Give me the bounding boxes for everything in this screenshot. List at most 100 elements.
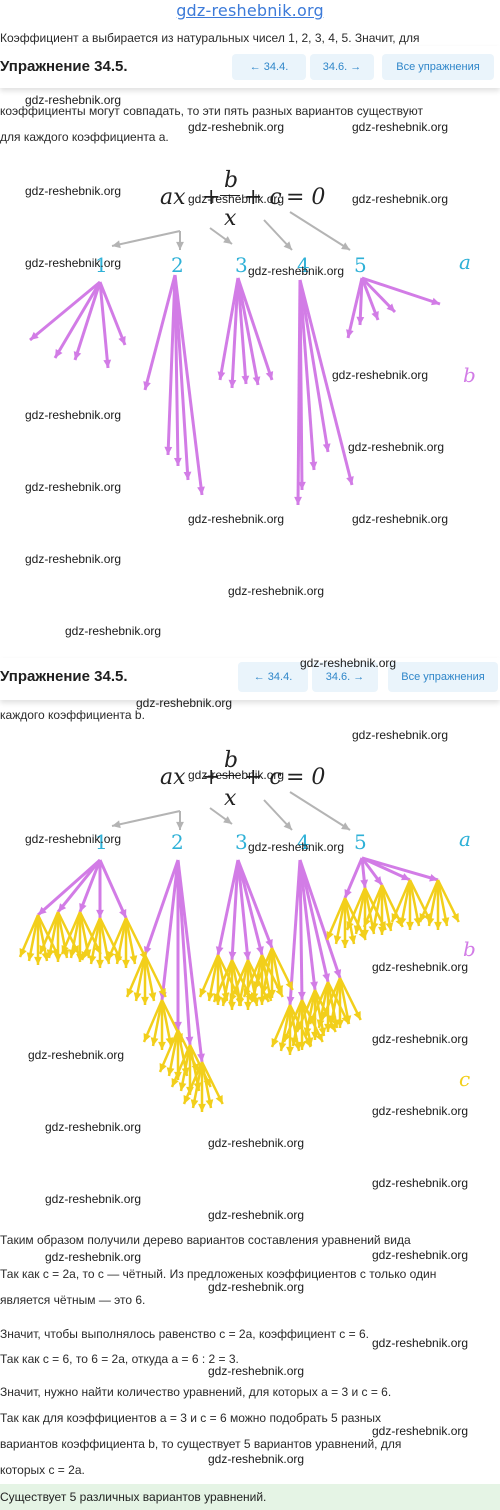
b-arrow [53, 281, 102, 359]
c-arrow [143, 954, 157, 1002]
b-arrow [29, 280, 101, 342]
b-arrow [346, 277, 364, 339]
equation-left: ax [160, 185, 186, 210]
b-arrow [173, 274, 182, 467]
watermark: gdz-reshebnik.org [45, 1192, 142, 1206]
b-arrow [37, 858, 101, 917]
b-arrow [174, 860, 182, 1030]
fraction-bar [220, 195, 240, 196]
all-exercises-button[interactable]: Все упражнения [382, 54, 494, 80]
c-arrow [18, 914, 40, 958]
watermark: gdz-reshebnik.org [188, 120, 285, 134]
c-arrow [68, 911, 82, 959]
body-line-8: вариантов коэффициента b, то существует … [0, 1437, 402, 1451]
tree1-node-1: 1 [95, 253, 108, 277]
watermark: gdz-reshebnik.org [352, 192, 449, 206]
watermark: gdz-reshebnik.org [352, 512, 449, 526]
gray-arrow [111, 810, 181, 829]
c-arrow [122, 918, 130, 968]
c-arrow [206, 954, 220, 1002]
b-arrow [236, 277, 261, 386]
b-arrow [297, 859, 306, 1001]
b-arrow [98, 281, 127, 346]
c-arrow [158, 1029, 180, 1073]
b-arrow [96, 860, 104, 918]
c-arrow [26, 914, 40, 962]
b-arrow [360, 276, 397, 314]
gray-arrow [289, 211, 351, 251]
body-line-3: является чётным — это 6. [0, 1293, 146, 1307]
c-arrow [252, 947, 274, 991]
body-line-9: которых c = 2a. [0, 1463, 85, 1477]
prev-exercise-button[interactable]: ← 34.4. [232, 54, 306, 80]
sticky-header: Упражнение 34.5. ← 34.4. 34.6. → Все упр… [0, 46, 500, 88]
c-arrow [114, 917, 128, 965]
c-arrow [341, 898, 349, 948]
c-arrow [133, 954, 147, 1002]
c-arrow [124, 917, 138, 965]
b-arrow [236, 277, 274, 381]
tree1-label-a: a [459, 250, 471, 274]
equation2-plus-c: + c [244, 765, 282, 790]
c-arrow [390, 879, 412, 923]
watermark: gdz-reshebnik.org [45, 1250, 142, 1264]
body-line-1: Таким образом получили дерево вариантов … [0, 1233, 411, 1247]
c-arrow [308, 981, 330, 1025]
watermark: gdz-reshebnik.org [372, 1336, 469, 1350]
body-line-5: Так как c = 6, то 6 = 2a, откуда a = 6 :… [0, 1352, 239, 1366]
c-arrow [270, 947, 284, 995]
watermark: gdz-reshebnik.org [208, 1208, 305, 1222]
c-arrow [143, 954, 167, 998]
b-arrow [361, 856, 439, 882]
tree1-node-3: 3 [235, 253, 248, 277]
watermark: gdz-reshebnik.org [248, 840, 345, 854]
tree2-label-a: a [459, 827, 471, 851]
c-arrow [316, 981, 330, 1029]
next-exercise-button-2[interactable]: 34.6. → [312, 662, 378, 692]
c-arrow [88, 917, 102, 965]
watermark: gdz-reshebnik.org [372, 1032, 469, 1046]
tree2-label-b: b [463, 937, 476, 961]
b-arrow [298, 859, 318, 991]
c-arrow [200, 1061, 214, 1109]
equation2-plus1: + [202, 765, 221, 790]
intro-line-2: коэффициенты могут совпадать, то эти пят… [0, 104, 424, 118]
b-arrow [217, 277, 240, 381]
prev-exercise-button-2[interactable]: ← 34.4. [238, 662, 308, 692]
body-line-2: Так как c = 2a, то c — чётный. Из предло… [0, 1267, 437, 1281]
b-arrow [78, 859, 102, 913]
c-arrow [200, 1061, 224, 1105]
all-exercises-button-2[interactable]: Все упражнения [388, 662, 498, 692]
c-arrow [182, 1061, 204, 1105]
watermark: gdz-reshebnik.org [372, 1104, 469, 1118]
c-arrow [418, 879, 440, 923]
c-arrow [328, 977, 342, 1025]
b-arrow [164, 274, 177, 456]
c-arrow [278, 1004, 292, 1052]
b-arrow [173, 274, 205, 496]
b-arrow [356, 277, 365, 326]
b-arrow [298, 279, 331, 453]
watermark: gdz-reshebnik.org [300, 656, 397, 670]
b-arrow [360, 857, 384, 886]
equation-b: b [224, 168, 239, 193]
site-link[interactable]: gdz-reshebnik.org [176, 1, 324, 20]
c-arrow [298, 1000, 306, 1050]
gray-arrow [209, 227, 233, 245]
body-line-7: Так как для коэффициентов a = 3 и c = 6 … [0, 1411, 382, 1425]
b-arrow [298, 279, 318, 471]
b-arrow [228, 277, 240, 389]
b-arrow [343, 857, 364, 899]
c-arrow [336, 978, 344, 1028]
c-arrow [260, 947, 274, 995]
next-exercise-button[interactable]: 34.6. → [310, 54, 374, 80]
b-arrow [298, 859, 342, 979]
watermark: gdz-reshebnik.org [228, 584, 325, 598]
c-arrow [362, 884, 384, 928]
tree2-arrows [18, 791, 460, 1112]
body-line-6: Значит, нужно найти количество уравнений… [0, 1385, 392, 1399]
c-arrow [242, 954, 264, 998]
watermark: gdz-reshebnik.org [352, 728, 449, 742]
fraction-bar-2 [220, 775, 240, 776]
c-arrow [60, 911, 82, 955]
